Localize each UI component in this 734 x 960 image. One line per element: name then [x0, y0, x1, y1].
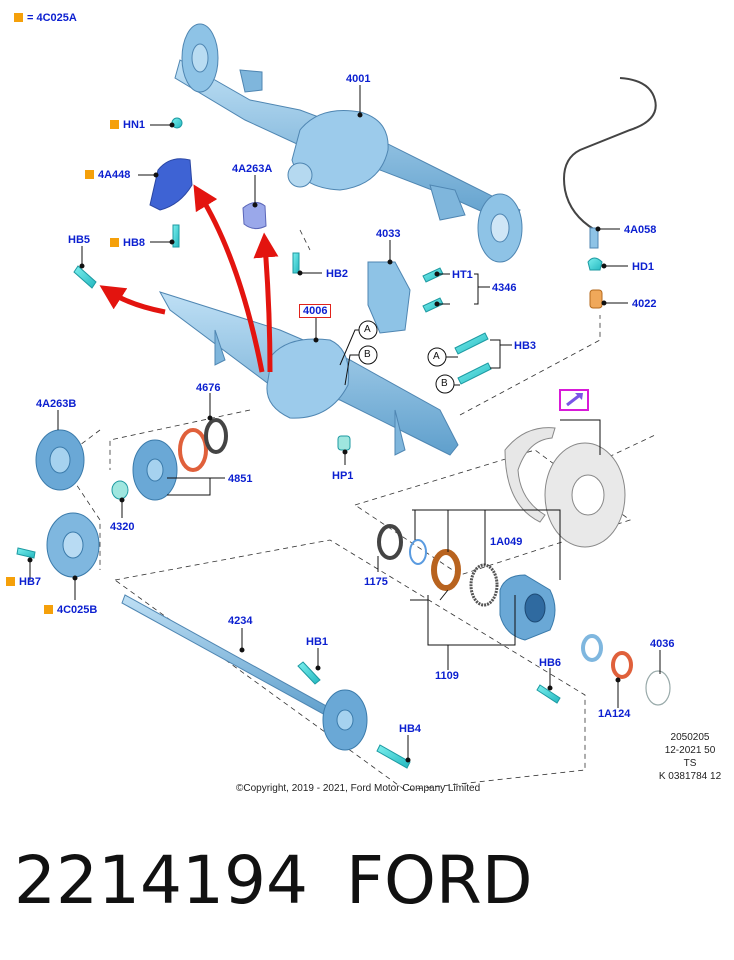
orange-marker-icon [85, 170, 94, 179]
orange-marker-icon [110, 120, 119, 129]
callout-B-1: B [364, 349, 371, 360]
bolt-HB7 [16, 547, 36, 559]
drawing-code: 2050205 12-2021 50 TS K 0381784 12 [650, 731, 730, 783]
nut-4320 [111, 480, 129, 500]
bolt-HB5 [73, 265, 97, 289]
orange-marker-icon [6, 577, 15, 586]
legend-square-icon [14, 13, 23, 22]
label-4851: 4851 [228, 473, 253, 485]
label-4A263A: 4A263A [232, 163, 273, 175]
label-1A049: 1A049 [490, 536, 523, 548]
callout-B-2: B [441, 378, 448, 389]
copyright-text: ©Copyright, 2019 - 2021, Ford Motor Comp… [236, 783, 481, 794]
label-4A448: 4A448 [85, 169, 130, 181]
hardware-HN1-4A448-HB8 [149, 117, 193, 248]
studs-HT1 [422, 267, 444, 313]
code-line: 2050205 [670, 732, 710, 743]
code-line: TS [683, 758, 697, 769]
label-4006: 4006 [299, 304, 332, 318]
axle-shaft-4234 [121, 594, 368, 751]
brake-hose-4A058 [563, 77, 657, 249]
bolt-HB1 [297, 661, 321, 685]
vent-4022 [589, 289, 603, 309]
label-4022: 4022 [632, 298, 657, 310]
rear-axle-assembly-4001 [174, 23, 523, 263]
label-4033: 4033 [376, 228, 401, 240]
label-4234: 4234 [228, 615, 253, 627]
label-HN1-text: HN1 [123, 119, 146, 131]
label-HN1: HN1 [110, 119, 145, 131]
callout-circles [358, 320, 455, 394]
orange-marker-icon [44, 605, 53, 614]
label-HB7-text: HB7 [19, 576, 42, 588]
label-4346: 4346 [492, 282, 517, 294]
label-4A058: 4A058 [624, 224, 657, 236]
tone-ring-4A263B [35, 429, 85, 491]
label-4320: 4320 [110, 521, 135, 533]
ring-1A049-parts [409, 539, 499, 607]
bolt-HB2 [292, 252, 300, 274]
label-HD1: HD1 [632, 261, 655, 273]
bolts-HB3 [454, 332, 492, 385]
label-4A448-text: 4A448 [98, 169, 131, 181]
label-HT1: HT1 [452, 269, 473, 281]
flange-4851 [132, 418, 228, 501]
label-4C025B-text: 4C025B [57, 604, 98, 616]
label-1175: 1175 [364, 576, 388, 588]
magenta-pointer-icon [559, 389, 589, 411]
brake-disc-shield [504, 427, 626, 548]
label-4676: 4676 [196, 382, 221, 394]
label-4C025B: 4C025B [44, 604, 97, 616]
callout-A-2: A [433, 351, 440, 362]
callout-A-1: A [364, 324, 371, 335]
label-HB2: HB2 [326, 268, 349, 280]
part-number-caption: 2214194 [14, 842, 308, 919]
flange-4C025B [46, 512, 100, 578]
label-HB5: HB5 [68, 234, 91, 246]
label-HB3: HB3 [514, 340, 537, 352]
label-4A263B: 4A263B [36, 398, 77, 410]
label-HB1: HB1 [306, 636, 329, 648]
legend: = 4C025A [14, 12, 77, 24]
leader-lines [27, 85, 661, 763]
clip-HD1 [587, 257, 603, 271]
label-HB6: HB6 [539, 657, 562, 669]
cover-4033 [367, 261, 411, 334]
label-1A124: 1A124 [598, 708, 631, 720]
code-line: 12-2021 50 [664, 745, 716, 756]
code-line: K 0381784 12 [658, 771, 722, 782]
label-4001: 4001 [346, 73, 371, 85]
hub-bearing [499, 574, 556, 641]
label-HB7: HB7 [6, 576, 41, 588]
label-HB8-text: HB8 [123, 237, 146, 249]
label-4036: 4036 [650, 638, 675, 650]
label-HP1: HP1 [332, 470, 354, 482]
label-HB4: HB4 [399, 723, 422, 735]
seal-1175 [377, 524, 403, 560]
seal-washers [581, 634, 671, 706]
label-HB8: HB8 [110, 237, 145, 249]
brand-caption: FORD [346, 842, 533, 919]
orange-marker-icon [110, 238, 119, 247]
plug-HP1 [337, 435, 351, 451]
bolt-HB4 [376, 744, 411, 769]
legend-text: = 4C025A [27, 12, 77, 24]
axle-housing-4006 [158, 291, 459, 456]
label-1109: 1109 [435, 670, 459, 682]
bolt-HB6 [536, 684, 561, 704]
bracket-4A263A [242, 202, 267, 230]
red-direction-arrows [99, 184, 279, 373]
